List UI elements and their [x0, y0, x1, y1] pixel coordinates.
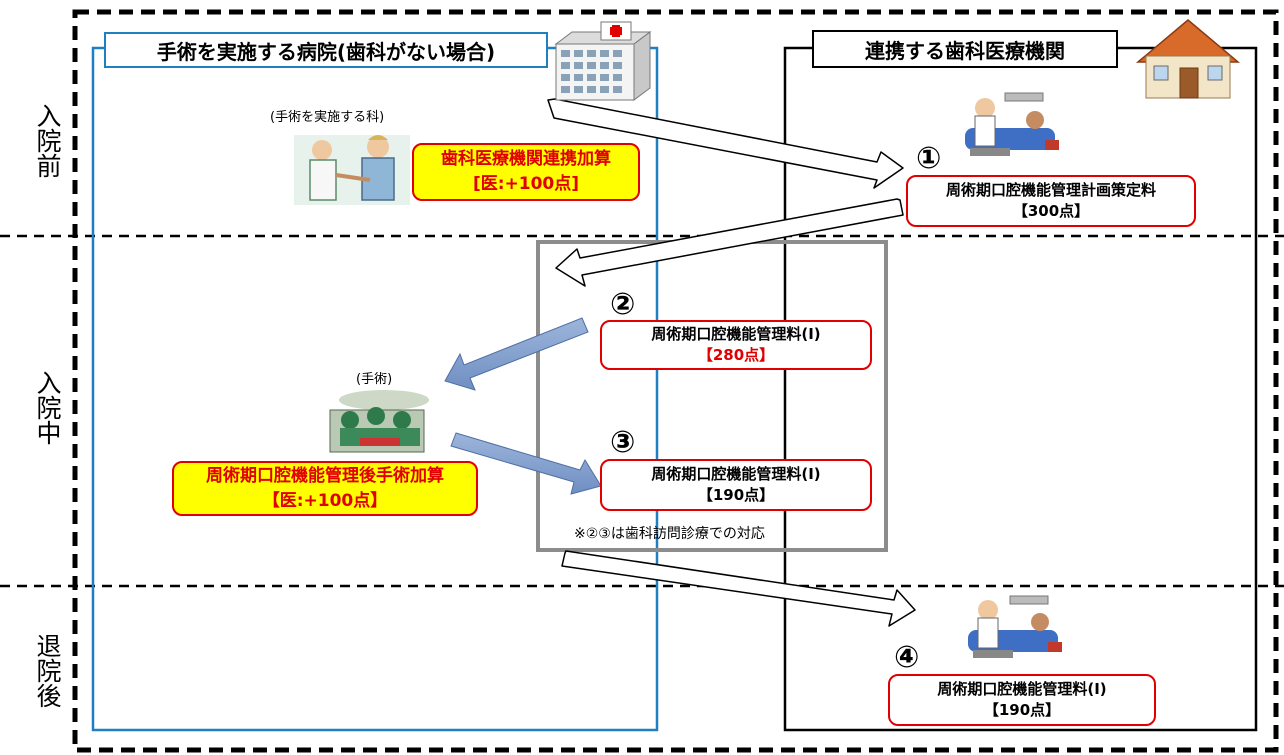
outer-dashed-frame	[72, 9, 1279, 753]
step-1-points: 【300点】	[1012, 202, 1090, 220]
arrow-to-dental-1	[547, 98, 904, 189]
surgery-note: (手術)	[356, 372, 393, 387]
step-4-name: 周術期口腔機能管理料(Ⅰ)	[937, 680, 1107, 698]
dental-clinic-title: 連携する歯科医療機関	[812, 30, 1118, 68]
step-2-name: 周術期口腔機能管理料(Ⅰ)	[651, 325, 821, 343]
phase-label-after-discharge: 退院後	[33, 632, 62, 708]
step-2-box: 周術期口腔機能管理料(Ⅰ) 【280点】	[600, 320, 872, 370]
step-4-box: 周術期口腔機能管理料(Ⅰ) 【190点】	[888, 674, 1156, 726]
blue-arrow-to-step3	[450, 432, 602, 495]
dental-link-addition-box: 歯科医療機関連携加算 [医:+100点]	[412, 143, 640, 201]
arrow-to-dental-2	[561, 550, 916, 627]
step-1-box: 周術期口腔機能管理計画策定料 【300点】	[906, 175, 1196, 227]
step-3-box: 周術期口腔機能管理料(Ⅰ) 【190点】	[600, 459, 872, 511]
surgery-illustration	[329, 390, 429, 453]
step-3-number: ③	[610, 425, 636, 460]
dental-house-illustration	[1135, 19, 1241, 99]
home-visit-note: ※②③は歯科訪問診療での対応	[574, 526, 765, 542]
step-1-number: ①	[916, 141, 942, 176]
phase-label-before-admission: 入院前	[33, 102, 62, 178]
step-2-points: 【280点】	[697, 346, 775, 364]
dentist-illustration-1	[965, 92, 1059, 156]
step-4-points: 【190点】	[983, 701, 1061, 719]
blue-arrow-to-surgery	[444, 317, 589, 391]
hospital-title: 手術を実施する病院(歯科がない場合)	[104, 32, 548, 68]
dental-link-addition-points: [医:+100点]	[472, 174, 580, 194]
dental-link-addition-name: 歯科医療機関連携加算	[441, 149, 611, 169]
hospital-building-illustration	[554, 21, 652, 101]
step-3-name: 周術期口腔機能管理料(Ⅰ)	[651, 465, 821, 483]
dentist-illustration-2	[968, 595, 1062, 658]
step-1-name: 周術期口腔機能管理計画策定料	[945, 181, 1156, 199]
dental-clinic-frame	[783, 46, 1258, 732]
post-surgery-addition-points: 【医:+100点】	[262, 490, 388, 511]
doctor-patient-illustration	[294, 135, 410, 205]
post-surgery-addition-name: 周術期口腔機能管理後手術加算	[206, 465, 444, 486]
step-4-number: ④	[894, 640, 920, 675]
post-surgery-addition-box: 周術期口腔機能管理後手術加算 【医:+100点】	[172, 461, 478, 516]
surgical-department-note: (手術を実施する科)	[270, 110, 385, 125]
phase-label-during-admission: 入院中	[33, 369, 62, 445]
arrow-to-hospital	[555, 198, 904, 287]
step-2-number: ②	[610, 287, 636, 322]
step-3-points: 【190点】	[697, 486, 775, 504]
